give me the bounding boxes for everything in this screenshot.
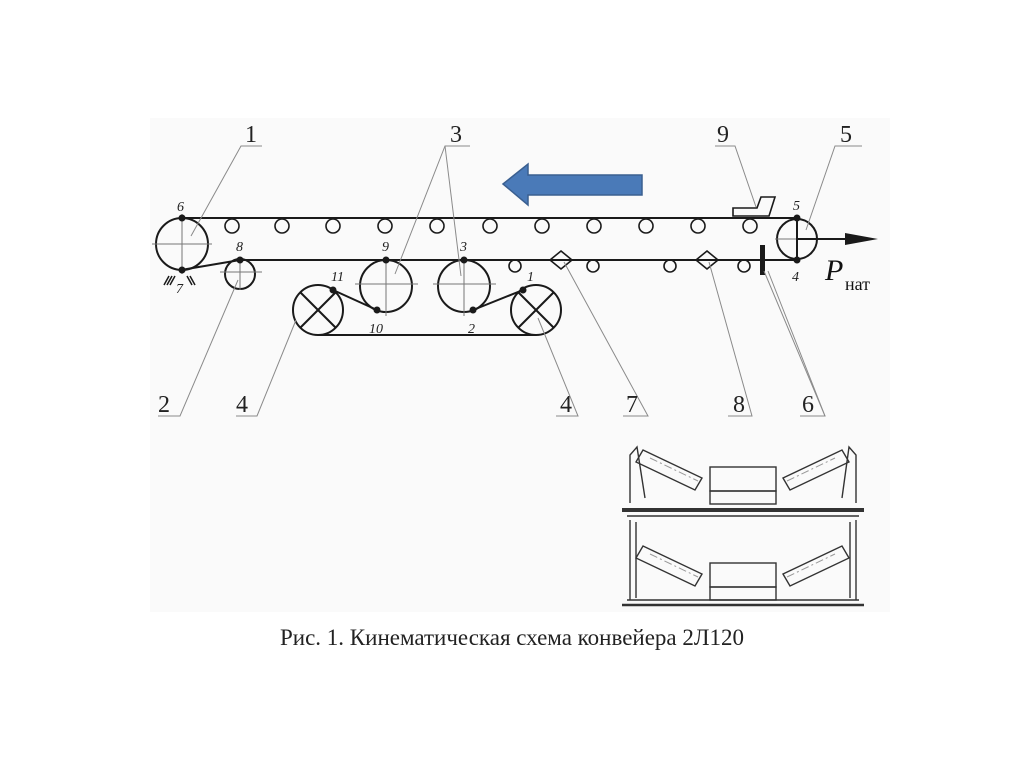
- upper-roller: [377, 218, 393, 234]
- callout-7: 7: [626, 392, 638, 418]
- callout-3: 3: [450, 122, 462, 148]
- brake-block: [760, 245, 765, 275]
- upper-roller: [482, 218, 498, 234]
- loading-chute: [732, 196, 777, 217]
- callout-labels: 1 3 9 5 2 4 4 7 8 6: [158, 122, 852, 418]
- point-label-8: 8: [236, 240, 243, 255]
- callout-6: 6: [802, 392, 814, 418]
- upper-roller: [224, 218, 240, 234]
- point-label-4: 4: [792, 270, 799, 285]
- lower-roller: [663, 259, 677, 273]
- point-label-11: 11: [331, 270, 344, 285]
- point-label-6: 6: [177, 200, 184, 215]
- callout-5: 5: [840, 122, 852, 148]
- roller-support-section: [622, 445, 864, 607]
- point-label-10: 10: [369, 322, 383, 337]
- force-label-subscript: нат: [845, 274, 870, 294]
- callout-4-right: 4: [560, 392, 572, 418]
- figure-background: [150, 118, 890, 612]
- cleaner-device-8: [694, 249, 720, 271]
- tension-arrowhead-icon: [845, 233, 878, 245]
- upper-rollers: [224, 218, 758, 234]
- callout-2: 2: [158, 392, 170, 418]
- upper-roller: [586, 218, 602, 234]
- upper-roller: [690, 218, 706, 234]
- upper-roller: [274, 218, 290, 234]
- callout-9: 9: [717, 122, 729, 148]
- upper-roller: [638, 218, 654, 234]
- force-label: P: [824, 254, 843, 287]
- point-labels: 6 7 8 9 3 11 10 2 1 5 4: [176, 199, 800, 337]
- callout-8: 8: [733, 392, 745, 418]
- figure-caption: Рис. 1. Кинематическая схема конвейера 2…: [280, 625, 744, 650]
- callout-4-left: 4: [236, 392, 248, 418]
- left-arrow-icon: [501, 162, 643, 207]
- upper-roller: [534, 218, 550, 234]
- callout-1: 1: [245, 122, 257, 148]
- key-points: [178, 214, 801, 314]
- upper-roller: [742, 218, 758, 234]
- lower-roller: [737, 259, 751, 273]
- lower-roller: [586, 259, 600, 273]
- upper-roller: [325, 218, 341, 234]
- point-label-7: 7: [176, 282, 184, 297]
- lower-roller: [508, 259, 522, 273]
- cleaner-device-7: [548, 249, 574, 271]
- point-label-5: 5: [793, 199, 800, 214]
- point-label-3: 3: [459, 240, 467, 255]
- upper-roller: [429, 218, 445, 234]
- point-label-1: 1: [527, 270, 534, 285]
- anchor-hatch: [163, 275, 196, 286]
- point-label-2: 2: [468, 322, 475, 337]
- point-label-9: 9: [382, 240, 389, 255]
- leader-lines: [158, 145, 862, 417]
